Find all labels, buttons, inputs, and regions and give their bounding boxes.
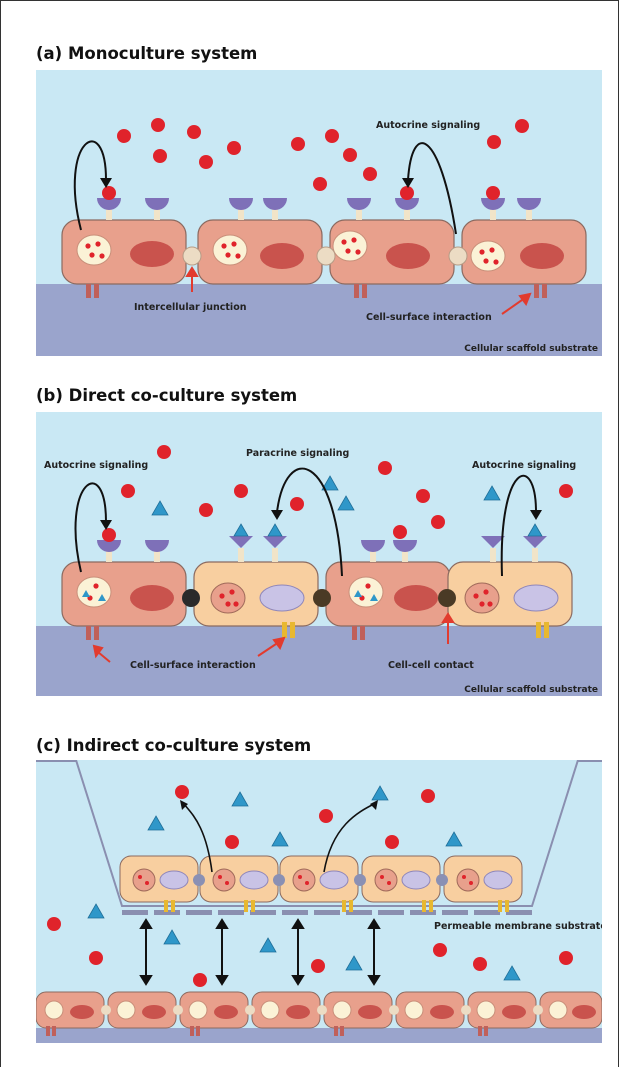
cell-row — [62, 562, 572, 626]
label-substrate: Cellular scaffold substrate — [464, 685, 598, 695]
label-autocrine-right: Autocrine signaling — [472, 460, 576, 471]
label-autocrine: Autocrine signaling — [376, 120, 480, 131]
panel-a-diagram: Autocrine signaling Intercellular juncti… — [36, 70, 602, 356]
panel-a-title: (a) Monoculture system — [36, 44, 257, 63]
well-bottom-substrate — [36, 1028, 602, 1043]
label-substrate: Cellular scaffold substrate — [464, 344, 598, 354]
panel-c-title: (c) Indirect co-culture system — [36, 736, 311, 755]
label-membrane: Permeable membrane substrate — [434, 921, 602, 932]
label-cell-surface: Cell-surface interaction — [366, 312, 492, 323]
label-autocrine-left: Autocrine signaling — [44, 460, 148, 471]
label-paracrine: Paracrine signaling — [246, 448, 349, 459]
label-cell-contact: Cell-cell contact — [388, 660, 474, 671]
panel-b-diagram: Autocrine signaling Paracrine signaling … — [36, 412, 602, 696]
label-junction: Intercellular junction — [134, 302, 247, 313]
label-cell-surface: Cell-surface interaction — [130, 660, 256, 671]
panel-c-diagram: Permeable membrane substrate — [36, 760, 602, 1043]
panel-b-title: (b) Direct co-culture system — [36, 386, 297, 405]
